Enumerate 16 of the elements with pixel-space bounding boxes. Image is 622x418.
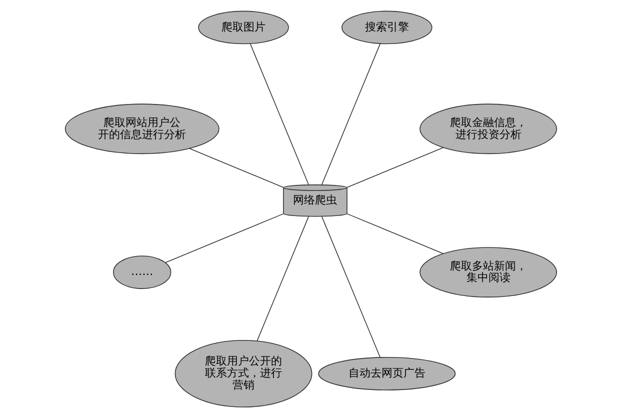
node-ellipse: 爬取金融信息，进行投资分析 bbox=[420, 104, 558, 154]
node-ellipse: 爬取用户公开的联系方式，进行营销 bbox=[174, 340, 312, 408]
node-ellipse: 爬取网站用户公开的信息进行分析 bbox=[64, 104, 220, 154]
connector bbox=[321, 216, 380, 358]
connector bbox=[346, 147, 444, 188]
node-ellipse: 自动去网页广告 bbox=[318, 356, 456, 390]
node-ellipse: 搜索引擎 bbox=[342, 10, 432, 44]
connector bbox=[256, 216, 309, 342]
node-ellipse: …… bbox=[113, 256, 172, 289]
connector bbox=[250, 43, 309, 185]
node-ellipse: 爬取图片 bbox=[198, 10, 289, 44]
connector bbox=[321, 43, 381, 185]
connector bbox=[189, 148, 284, 188]
connector bbox=[164, 213, 284, 264]
connector bbox=[346, 213, 444, 254]
node-ellipse: 爬取多站新闻，集中阅读 bbox=[420, 247, 558, 298]
